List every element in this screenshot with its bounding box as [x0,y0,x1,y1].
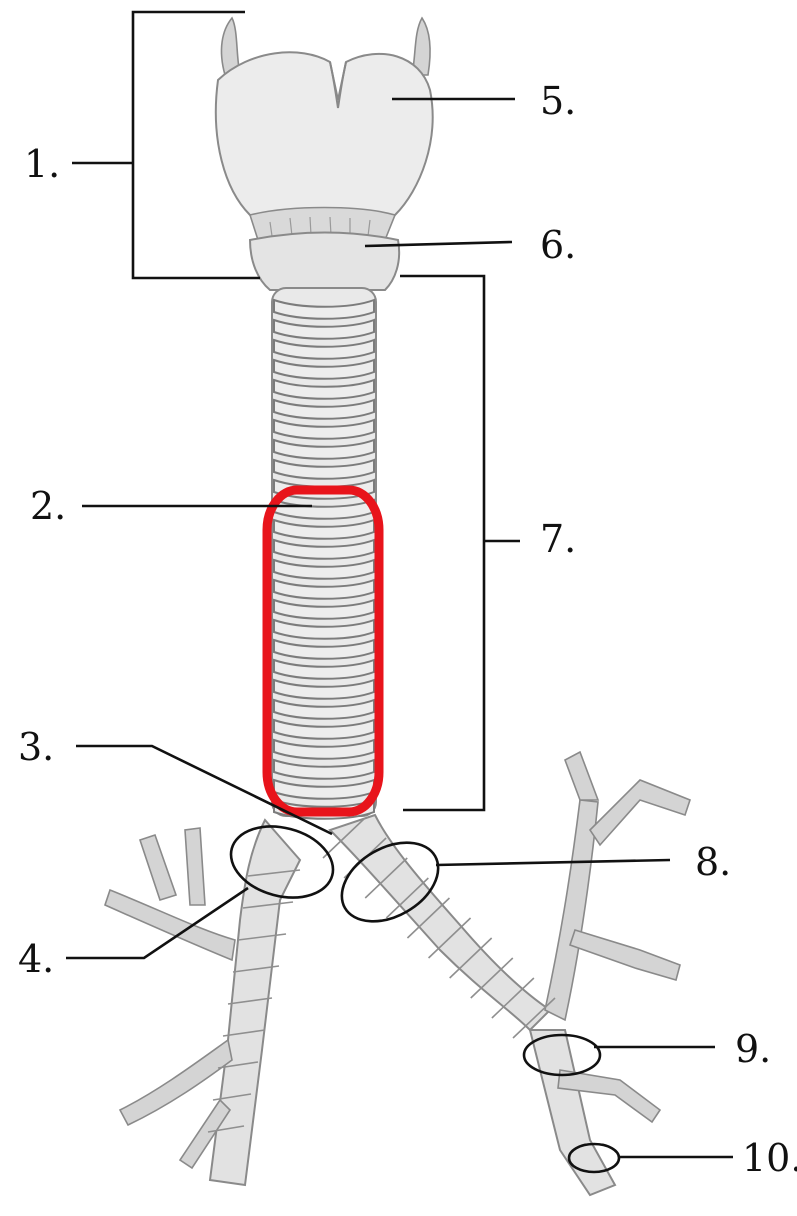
label-2: 2. [30,484,66,528]
larynx-illustration [216,18,433,290]
label-1: 1. [24,142,60,186]
label-4: 4. [18,937,54,981]
leader-line-8 [436,860,670,865]
label-5: 5. [540,79,576,123]
label-3: 3. [18,725,54,769]
label-7: 7. [540,517,576,561]
label-6: 6. [540,223,576,267]
label-9: 9. [735,1027,771,1071]
leader-line-7 [400,276,484,810]
label-8: 8. [695,840,731,884]
bronchial-tree-illustration [105,752,690,1195]
trachea-illustration [272,288,376,819]
label-10: 10. [742,1136,797,1180]
